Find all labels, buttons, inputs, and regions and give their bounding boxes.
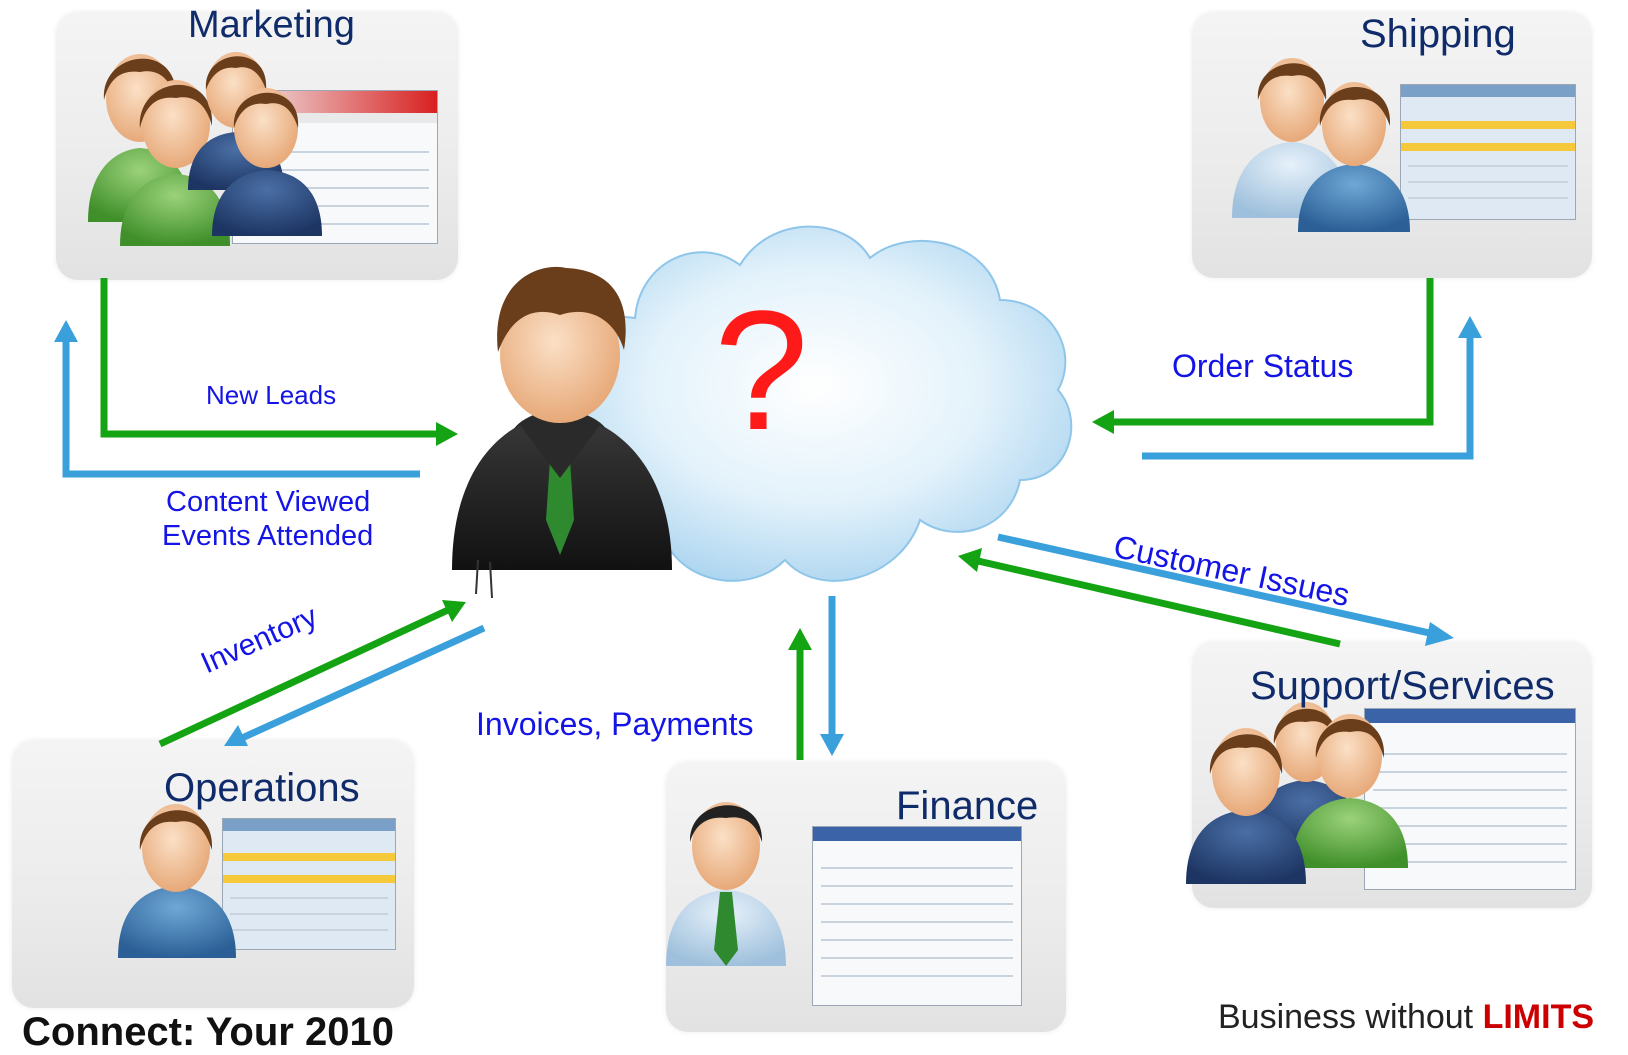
operations-title: Operations — [164, 766, 360, 810]
content-viewed-label: Content Viewed — [166, 486, 371, 518]
inventory-down-arrow — [224, 624, 486, 746]
invoices-payments-label: Invoices, Payments — [476, 706, 754, 742]
shipping-app-screenshot — [1400, 84, 1576, 220]
order-status-arrow — [1092, 278, 1434, 434]
footer-limits-highlight: LIMITS — [1482, 998, 1595, 1036]
order-status-label: Order Status — [1172, 348, 1354, 384]
new-leads-label: New Leads — [206, 380, 337, 410]
finance-title: Finance — [896, 784, 1039, 828]
customer-issues-in-arrow — [958, 548, 1341, 648]
marketing-title: Marketing — [188, 4, 355, 46]
businessman-icon — [452, 266, 672, 599]
shipping-request-arrow — [1142, 316, 1482, 460]
shipping-people-icon — [1232, 58, 1410, 232]
events-attended-label: Events Attended — [162, 520, 374, 552]
operations-person-icon — [118, 804, 236, 958]
shipping-title: Shipping — [1360, 12, 1516, 56]
operations-app-screenshot — [222, 818, 396, 950]
marketing-people-icon — [88, 52, 322, 246]
finance-person-icon — [666, 802, 786, 966]
payments-down-arrow — [820, 596, 844, 756]
new-leads-arrow — [100, 278, 458, 446]
support-title: Support/Services — [1250, 664, 1555, 708]
diagram-canvas — [54, 52, 1482, 966]
question-mark: ? — [714, 276, 809, 466]
content-viewed-arrow — [54, 320, 420, 478]
customer-issues-out-arrow — [997, 533, 1454, 646]
invoices-up-arrow — [788, 628, 812, 760]
inventory-up-arrow — [158, 600, 466, 748]
footer-left-text: Connect: Your 2010 — [22, 1010, 394, 1054]
cloud-icon — [558, 225, 1073, 582]
finance-app-screenshot — [812, 826, 1022, 1006]
footer-right-text: Business without LIMITS — [1218, 998, 1595, 1036]
support-people-icon — [1186, 702, 1408, 884]
